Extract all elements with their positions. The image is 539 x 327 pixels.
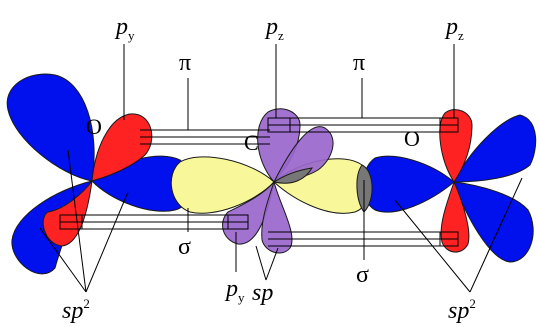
pi-bond-lines-upper xyxy=(140,117,459,145)
label-atom-C: C xyxy=(244,130,259,155)
label-sp-center: sp xyxy=(252,280,273,306)
carbon-sp-lobe-left xyxy=(170,156,275,214)
pi-box-right-lower xyxy=(439,231,459,247)
left-py-lobe-down xyxy=(42,180,93,247)
right-sp2-lobe-lower-right xyxy=(453,181,534,263)
right-pz-lobe-down xyxy=(440,180,470,253)
pi-box-left-lower xyxy=(59,214,83,230)
carbon-overlap-region xyxy=(272,167,313,184)
label-pz-center: pz xyxy=(264,14,284,43)
right-pz-lobe-up xyxy=(439,109,473,183)
pi-line-right-upper xyxy=(268,117,458,133)
label-pi-left: π xyxy=(179,50,191,76)
pi-line-left-lower xyxy=(60,214,248,230)
right-sp2-lobe-upper-right xyxy=(453,114,537,183)
label-atom-O-right: O xyxy=(404,126,420,151)
label-pz-right: pz xyxy=(444,14,464,43)
leader-lines xyxy=(39,44,523,293)
leader-sp-center xyxy=(255,245,279,281)
pi-box-right xyxy=(439,117,459,133)
pi-box-center xyxy=(267,117,291,133)
left-py-lobe-up xyxy=(91,113,153,182)
label-sp2-left: sp2 xyxy=(62,296,90,324)
label-pi-right: π xyxy=(353,50,365,76)
leader-sp2-left xyxy=(39,149,129,293)
label-sigma-left: σ xyxy=(178,234,191,260)
label-py-left: py xyxy=(114,14,135,43)
label-sigma-right: σ xyxy=(356,262,369,288)
leader-sp2-right xyxy=(394,177,523,293)
right-sp2-lobe-left xyxy=(362,155,455,213)
left-oxygen-py-orbital xyxy=(42,113,153,247)
pi-box-carbon-lower xyxy=(227,214,249,230)
right-oxygen-sp2-lobes xyxy=(362,114,537,263)
right-oxygen-pz-orbital xyxy=(439,109,473,253)
carbon-sp-orbitals xyxy=(170,156,371,214)
label-atom-O-left: O xyxy=(86,114,102,139)
pi-line-right-lower xyxy=(268,231,458,247)
label-py-bottom: py xyxy=(224,276,245,305)
pi-line-left-upper xyxy=(140,129,270,145)
label-sp2-right: sp2 xyxy=(448,296,476,324)
left-sp2-lobe-upper xyxy=(6,73,95,182)
